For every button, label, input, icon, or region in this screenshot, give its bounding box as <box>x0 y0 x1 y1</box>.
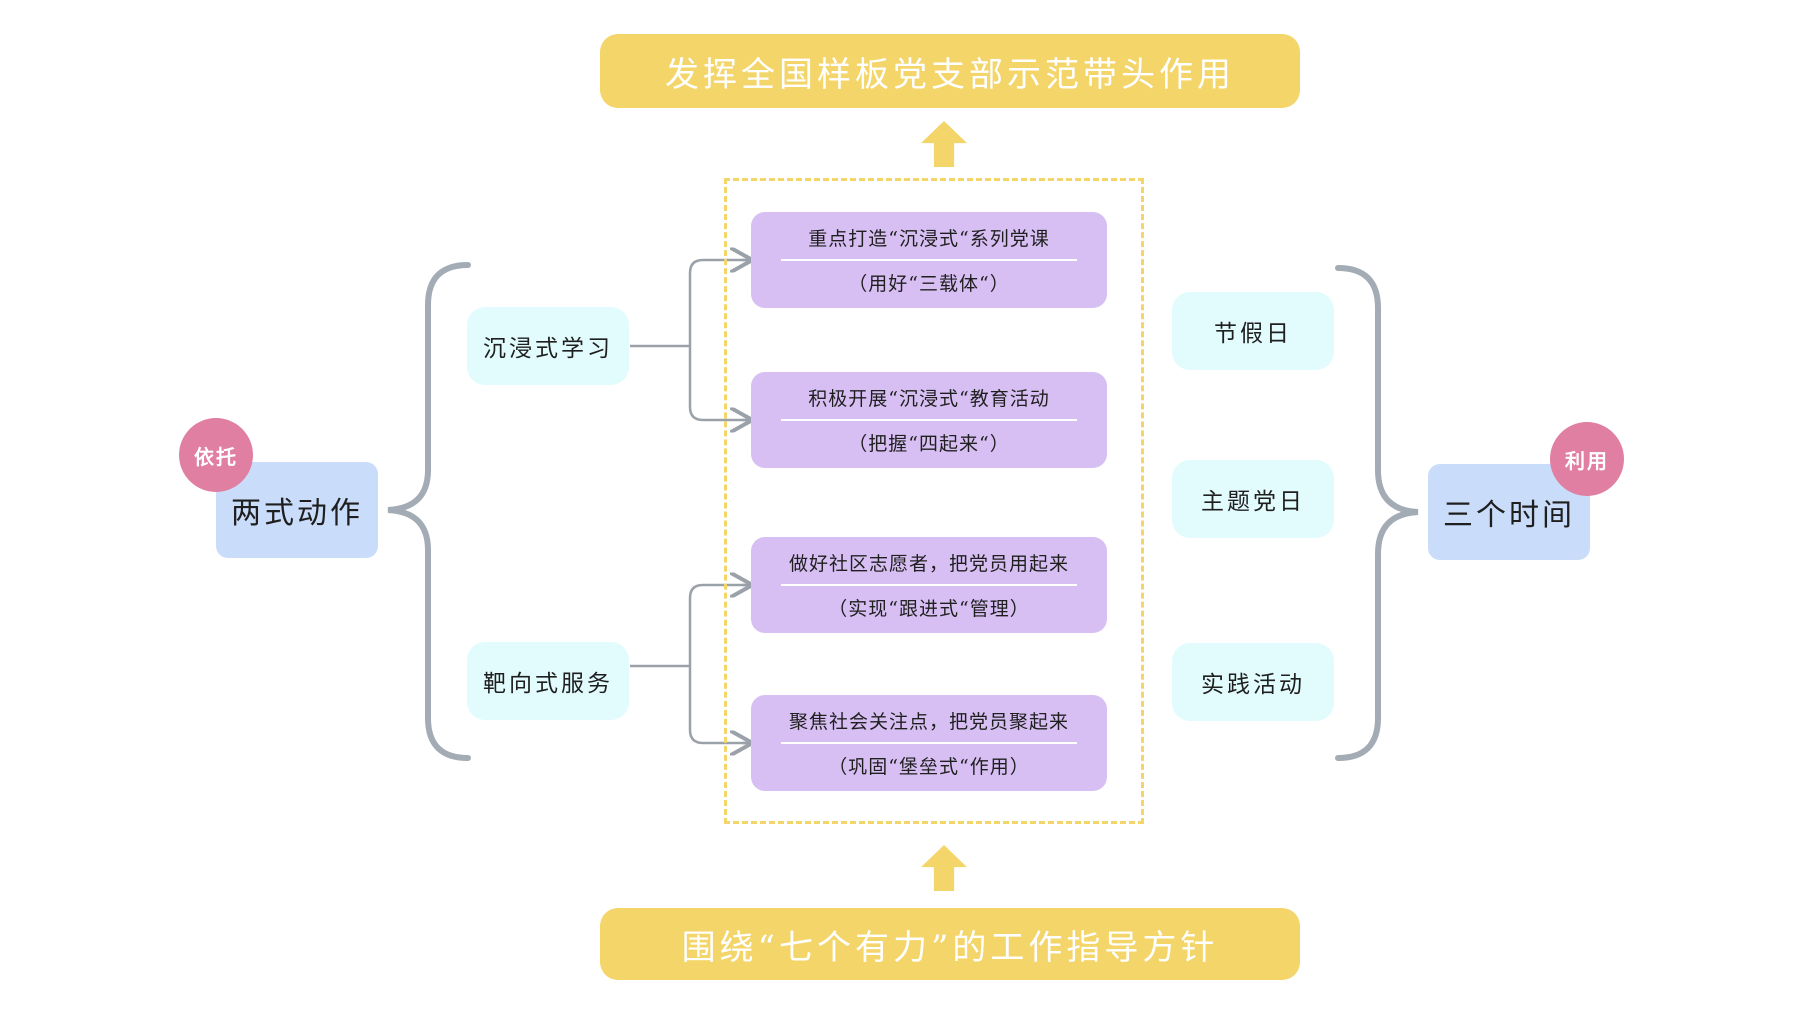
center-box-line1: 做好社区志愿者，把党员用起来 <box>788 553 1069 575</box>
center-box-line2: （巩固“堡垒式“作用） <box>828 756 1030 778</box>
center-dashed-frame <box>724 178 1144 824</box>
top-banner: 发挥全国样板党支部示范带头作用 <box>600 34 1300 108</box>
left-badge: 依托 <box>179 418 253 492</box>
center-box-line1: 聚焦社会关注点，把党员聚起来 <box>788 711 1069 733</box>
branch-targeted-service: 靶向式服务 <box>467 642 629 720</box>
center-box-divider <box>781 742 1077 744</box>
left-main-node: 两式动作 <box>216 462 378 558</box>
left-badge-label: 依托 <box>194 444 238 469</box>
right-item-holidays: 节假日 <box>1172 292 1334 370</box>
center-box-line1: 重点打造“沉浸式“系列党课 <box>808 228 1050 250</box>
center-box-line2: （实现“跟进式“管理） <box>828 598 1030 620</box>
branch-immersive-learning: 沉浸式学习 <box>467 307 629 385</box>
center-box-1: 重点打造“沉浸式“系列党课 （用好“三载体“） <box>751 212 1107 308</box>
center-box-line2: （用好“三载体“） <box>848 273 1010 295</box>
center-box-line2: （把握“四起来“） <box>848 433 1010 455</box>
bottom-banner-text: 围绕“七个有力”的工作指导方针 <box>681 927 1219 968</box>
right-main-label: 三个时间 <box>1443 498 1575 533</box>
left-main-label: 两式动作 <box>231 496 363 531</box>
branch-label: 沉浸式学习 <box>483 336 613 362</box>
right-brace <box>1335 265 1419 761</box>
center-box-4: 聚焦社会关注点，把党员聚起来 （巩固“堡垒式“作用） <box>751 695 1107 791</box>
right-badge-label: 利用 <box>1565 448 1609 473</box>
center-box-divider <box>781 419 1077 421</box>
top-banner-text: 发挥全国样板党支部示范带头作用 <box>665 54 1235 95</box>
branch-label: 靶向式服务 <box>483 671 613 697</box>
right-item-label: 节假日 <box>1214 321 1292 347</box>
right-item-practice-activities: 实践活动 <box>1172 643 1334 721</box>
right-item-label: 实践活动 <box>1201 672 1305 698</box>
center-box-line1: 积极开展“沉浸式“教育活动 <box>808 388 1050 410</box>
lower-branch-connector <box>688 583 748 745</box>
upper-branch-connector <box>688 258 748 422</box>
center-box-divider <box>781 259 1077 261</box>
right-item-label: 主题党日 <box>1201 489 1305 515</box>
bottom-banner: 围绕“七个有力”的工作指导方针 <box>600 908 1300 980</box>
center-box-2: 积极开展“沉浸式“教育活动 （把握“四起来“） <box>751 372 1107 468</box>
center-box-divider <box>781 584 1077 586</box>
right-item-theme-party-day: 主题党日 <box>1172 460 1334 538</box>
right-badge: 利用 <box>1550 422 1624 496</box>
center-box-3: 做好社区志愿者，把党员用起来 （实现“跟进式“管理） <box>751 537 1107 633</box>
left-brace <box>387 262 471 761</box>
